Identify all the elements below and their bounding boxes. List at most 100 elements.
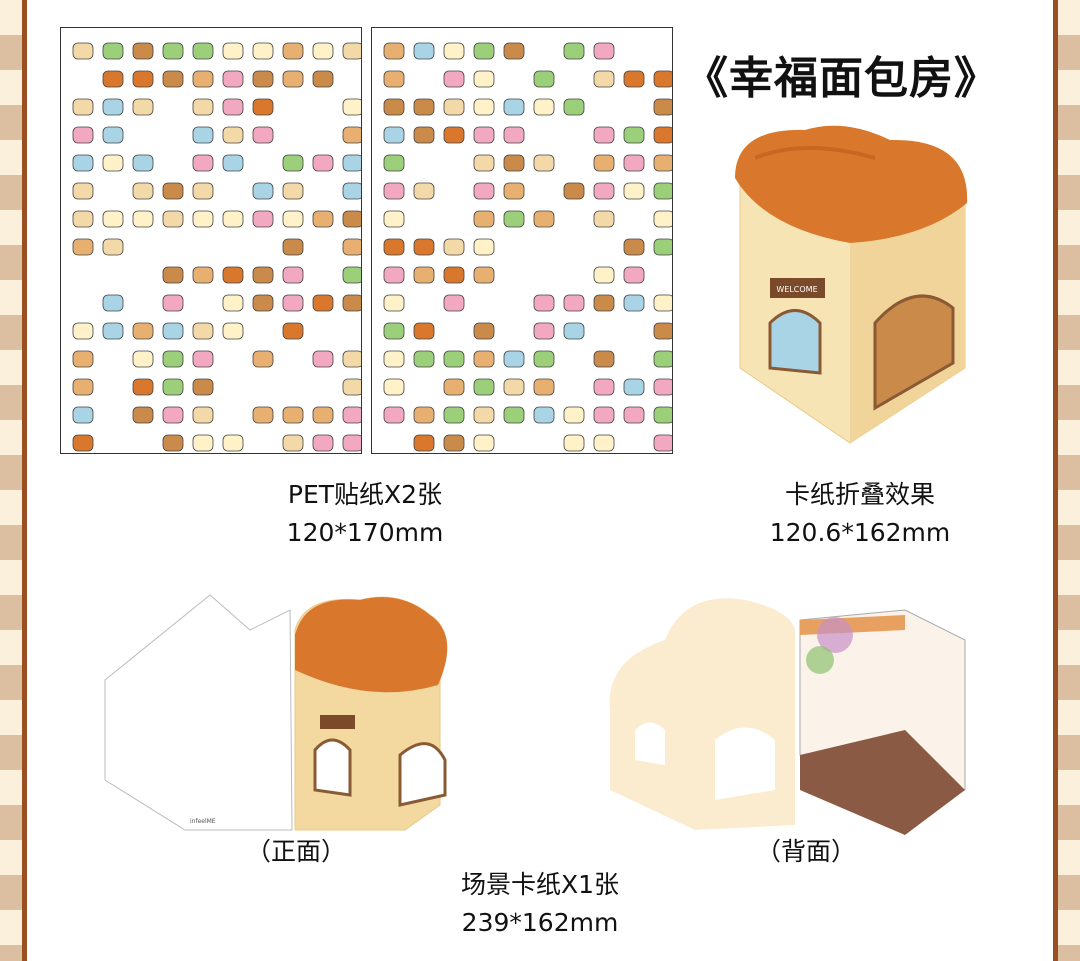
right-border-line: [1053, 0, 1058, 961]
sticker: [383, 294, 405, 312]
sticker: [162, 70, 184, 88]
sticker: [132, 42, 154, 60]
sticker: [413, 266, 435, 284]
sticker: [192, 434, 214, 452]
sticker: [473, 70, 495, 88]
folded-label: 卡纸折叠效果: [784, 480, 935, 509]
sticker: [72, 98, 94, 116]
sticker-sheet-2: [371, 27, 673, 454]
sticker: [623, 238, 645, 256]
sticker: [533, 322, 555, 340]
sticker: [312, 294, 334, 312]
sticker: [473, 238, 495, 256]
sticker: [132, 182, 154, 200]
sticker: [503, 378, 525, 396]
sticker: [222, 98, 244, 116]
sticker: [383, 42, 405, 60]
sticker: [443, 434, 465, 452]
sticker: [563, 42, 585, 60]
sticker-sheet-1: [60, 27, 362, 454]
sticker: [162, 210, 184, 228]
sticker: [342, 266, 361, 284]
sticker: [282, 434, 304, 452]
sticker: [383, 126, 405, 144]
sticker: [563, 406, 585, 424]
sticker: [383, 210, 405, 228]
sticker: [192, 266, 214, 284]
sticker: [443, 238, 465, 256]
sticker: [192, 126, 214, 144]
sticker: [282, 406, 304, 424]
sticker: [282, 266, 304, 284]
sticker: [162, 434, 184, 452]
sticker: [653, 154, 672, 172]
sticker: [72, 238, 94, 256]
page-title: 《幸福面包房》: [684, 53, 999, 104]
sticker: [653, 210, 672, 228]
sticker: [102, 42, 124, 60]
svg-text:infeelME: infeelME: [190, 818, 216, 825]
folded-caption: 卡纸折叠效果 120.6*162mm: [730, 476, 990, 552]
welcome-sign: [770, 278, 825, 298]
sticker: [443, 126, 465, 144]
scene-label: 场景卡纸X1张: [460, 870, 620, 899]
sticker: [72, 378, 94, 396]
sticker: [563, 182, 585, 200]
sticker: [252, 182, 274, 200]
sticker: [132, 70, 154, 88]
sticker: [342, 42, 361, 60]
sticker: [383, 406, 405, 424]
sticker: [312, 406, 334, 424]
sticker: [252, 98, 274, 116]
scene-size: 239*162mm: [461, 908, 619, 937]
front-label: （正面）: [246, 837, 347, 866]
sticker: [132, 406, 154, 424]
sticker: [132, 350, 154, 368]
sticker: [383, 322, 405, 340]
sticker: [443, 70, 465, 88]
sticker: [72, 182, 94, 200]
sticker: [383, 266, 405, 284]
sticker: [383, 154, 405, 172]
sticker: [653, 434, 672, 452]
sticker: [162, 378, 184, 396]
sticker: [102, 154, 124, 172]
sticker: [623, 266, 645, 284]
sticker: [623, 182, 645, 200]
sticker: [533, 210, 555, 228]
sticker: [653, 238, 672, 256]
sticker: [593, 406, 615, 424]
sticker: [413, 238, 435, 256]
sticker: [252, 294, 274, 312]
sticker: [102, 126, 124, 144]
sticker: [312, 42, 334, 60]
sticker: [72, 126, 94, 144]
sticker: [593, 266, 615, 284]
sticker: [282, 322, 304, 340]
sticker: [443, 42, 465, 60]
sticker: [503, 98, 525, 116]
sticker: [312, 154, 334, 172]
sticker: [563, 98, 585, 116]
left-striped-border: [0, 0, 22, 961]
sticker: [192, 406, 214, 424]
stickers-label: PET贴纸X2张: [287, 480, 443, 509]
sticker: [413, 98, 435, 116]
sticker: [443, 406, 465, 424]
sticker: [413, 350, 435, 368]
sticker: [653, 406, 672, 424]
sticker: [222, 322, 244, 340]
sticker: [593, 126, 615, 144]
sticker: [192, 154, 214, 172]
sticker: [473, 266, 495, 284]
sticker: [132, 322, 154, 340]
sticker: [132, 154, 154, 172]
sticker: [342, 378, 361, 396]
sticker: [102, 294, 124, 312]
sticker: [623, 378, 645, 396]
sticker: [282, 42, 304, 60]
sticker: [593, 154, 615, 172]
sticker: [383, 350, 405, 368]
sticker: [563, 434, 585, 452]
left-border-line: [22, 0, 27, 961]
